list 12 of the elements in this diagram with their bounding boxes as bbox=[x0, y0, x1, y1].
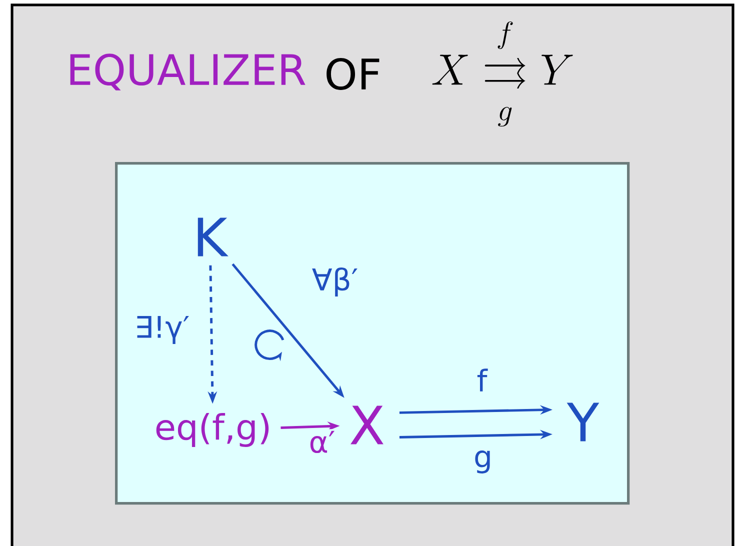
edge-label: ∀β′ bbox=[310, 266, 360, 298]
title: EQUALIZER bbox=[70, 54, 306, 90]
object-label: Y bbox=[566, 402, 600, 442]
edge-label: α′ bbox=[307, 429, 337, 455]
edge-label: ∃!γ′ bbox=[132, 314, 192, 346]
title-word: OF bbox=[326, 58, 380, 90]
diagram-frame bbox=[115, 162, 630, 505]
object-label: eq(f,g) bbox=[156, 412, 269, 447]
object-label: K bbox=[198, 218, 228, 256]
edge-label: g bbox=[472, 448, 494, 476]
object-label: X bbox=[350, 406, 384, 444]
title-formula: $X \mathrel{\underset{g}{\overset{f}{\rightrightarrows}}} Y$ bbox=[432, 21, 573, 127]
